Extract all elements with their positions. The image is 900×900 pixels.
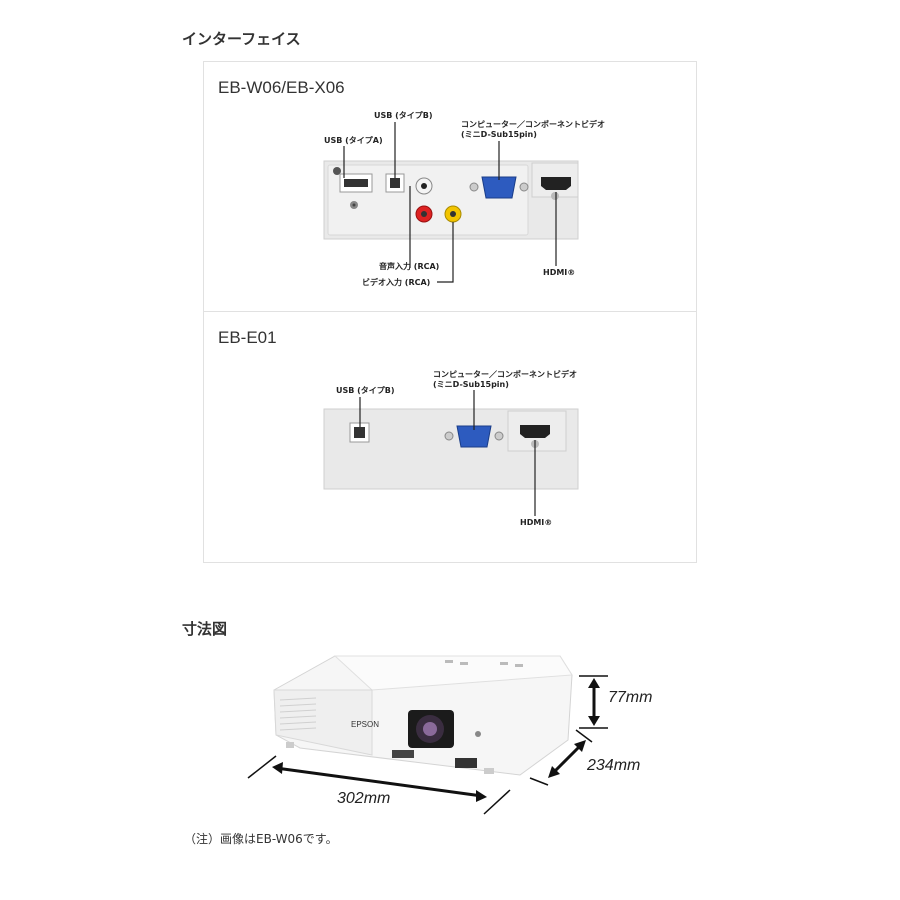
- label-usb-a: USB (タイプA): [324, 136, 383, 145]
- dimension-depth: 234mm: [587, 757, 641, 774]
- projector-brand-logo: EPSON: [351, 720, 380, 729]
- label-usb-b: USB (タイプB): [374, 111, 433, 120]
- label-hdmi: HDMI®: [543, 268, 576, 277]
- label-audio-in: 音声入力 (RCA): [379, 262, 440, 271]
- label-computer-sub-e01: (ミニD-Sub15pin): [433, 380, 509, 389]
- label-computer: コンピューター／コンポーネントビデオ: [461, 120, 605, 129]
- label-computer-e01: コンピューター／コンポーネントビデオ: [433, 370, 577, 379]
- dimensions-heading: 寸法図: [182, 620, 228, 638]
- model-title-w06-x06: EB-W06/EB-X06: [218, 78, 345, 97]
- dimension-width: 302mm: [337, 790, 391, 807]
- label-video-in: ビデオ入力 (RCA): [362, 278, 431, 287]
- image-note: （注）画像はEB-W06です。: [184, 832, 338, 846]
- panel-divider: [204, 311, 696, 312]
- model-title-e01: EB-E01: [218, 328, 277, 347]
- label-computer-sub: (ミニD-Sub15pin): [461, 130, 537, 139]
- interface-heading: インターフェイス: [182, 30, 301, 48]
- label-usb-b-e01: USB (タイプB): [336, 386, 395, 395]
- label-hdmi-e01: HDMI®: [520, 518, 553, 527]
- dimension-height: 77mm: [608, 689, 653, 706]
